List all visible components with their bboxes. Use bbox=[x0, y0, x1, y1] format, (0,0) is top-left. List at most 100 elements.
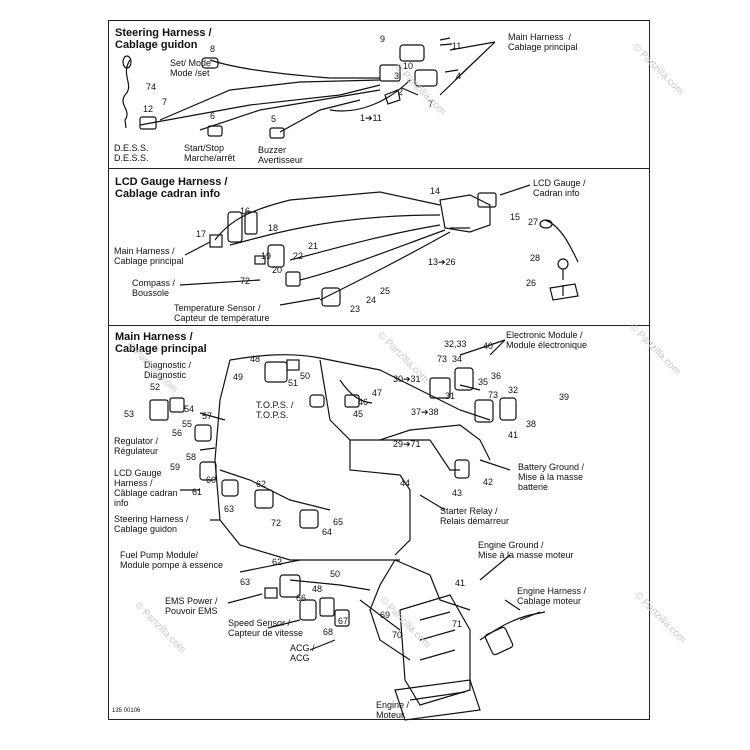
main-title: Main Harness / Cablage principal bbox=[115, 331, 207, 355]
label-diagnostic: Diagnostic / Diagnostic bbox=[144, 360, 192, 380]
part-number: 22 bbox=[293, 251, 304, 261]
footer-code: 135 00106 bbox=[112, 708, 141, 714]
label-main-harness-steering: Main Harness / Cablage principal bbox=[508, 32, 578, 52]
label-compass: Compass / Boussole bbox=[132, 278, 176, 298]
part-number: 63 bbox=[240, 577, 251, 587]
part-number: 14 bbox=[430, 186, 441, 196]
label-engine-ground: Engine Ground / Mise à la masse moteur bbox=[478, 540, 574, 560]
part-number: 63 bbox=[224, 504, 235, 514]
part-number: 66 bbox=[296, 593, 307, 603]
lcd-title-line2: Cablage cadran info bbox=[115, 188, 221, 200]
label-engine-harness: Engine Harness / Cablage moteur bbox=[517, 586, 587, 606]
part-number: 6 bbox=[210, 111, 216, 121]
part-number: 27 bbox=[528, 217, 539, 227]
label-acg: ACG / ACG bbox=[290, 643, 315, 663]
part-number: 51 bbox=[288, 378, 299, 388]
label-regulator: Regulator / Régulateur bbox=[114, 436, 159, 456]
label-fuel-pump: Fuel Pump Module/ Module pompe à essence bbox=[120, 550, 224, 570]
part-number: 32 bbox=[508, 385, 519, 395]
part-number: 50 bbox=[300, 371, 311, 381]
part-number: 50 bbox=[330, 569, 341, 579]
part-number: 43 bbox=[452, 488, 463, 498]
part-number: 31 bbox=[445, 391, 456, 401]
part-number: 62 bbox=[256, 479, 267, 489]
part-number: 65 bbox=[333, 517, 344, 527]
part-number: 53 bbox=[124, 409, 135, 419]
part-number: 9 bbox=[380, 34, 386, 44]
part-number: 24 bbox=[366, 295, 377, 305]
part-number: 68 bbox=[323, 627, 334, 637]
part-number: 55 bbox=[182, 419, 193, 429]
part-number: 20 bbox=[272, 265, 283, 275]
label-lcd-gauge-harness: LCD Gauge Harness / Câblage cadran info bbox=[114, 468, 178, 508]
part-number: 7 bbox=[428, 99, 434, 109]
part-number: 60 bbox=[206, 475, 217, 485]
part-number: 18 bbox=[268, 223, 279, 233]
label-lcd-gauge: LCD Gauge / Cadran info bbox=[533, 178, 586, 198]
part-number: 54 bbox=[184, 404, 195, 414]
part-number: 71 bbox=[452, 619, 463, 629]
part-number: 21 bbox=[308, 241, 319, 251]
part-number: 49 bbox=[233, 372, 244, 382]
part-number: 44 bbox=[400, 478, 411, 488]
section-divider-2 bbox=[108, 325, 650, 326]
label-buzzer: Buzzer Avertisseur bbox=[258, 145, 303, 165]
part-number: 72 bbox=[271, 518, 282, 528]
label-electronic-module: Electronic Module / Module électronique bbox=[506, 330, 588, 350]
main-title-line2: Cablage principal bbox=[115, 343, 207, 355]
part-number: 34 bbox=[452, 354, 463, 364]
label-set-mode: Set/ Mode Mode /set bbox=[170, 58, 212, 78]
part-number: 4 bbox=[456, 71, 462, 81]
label-engine: Engine / Moteur bbox=[376, 700, 410, 720]
label-tops: T.O.P.S. / T.O.P.S. bbox=[256, 400, 294, 420]
part-number: 11 bbox=[452, 41, 462, 51]
part-number: 56 bbox=[172, 428, 183, 438]
part-number: 47 bbox=[372, 388, 383, 398]
main-title-line1: Main Harness / bbox=[115, 331, 193, 343]
part-number: 17 bbox=[196, 229, 207, 239]
part-number: 32,33 bbox=[444, 339, 467, 349]
part-number: 28 bbox=[530, 253, 541, 263]
part-number: 8 bbox=[210, 44, 216, 54]
part-number: 58 bbox=[186, 452, 197, 462]
part-number: 62 bbox=[272, 557, 283, 567]
part-number: 12 bbox=[143, 104, 154, 114]
part-number: 25 bbox=[380, 286, 391, 296]
diagram-frame bbox=[108, 20, 650, 720]
part-number: 42 bbox=[483, 477, 494, 487]
part-number: 57 bbox=[202, 411, 213, 421]
part-number: 70 bbox=[392, 630, 403, 640]
part-number: 35 bbox=[478, 377, 489, 387]
part-number: 48 bbox=[250, 354, 261, 364]
label-battery-ground: Battery Ground / Mise à la masse batteri… bbox=[518, 462, 585, 492]
part-number: 23 bbox=[350, 304, 361, 314]
part-number: 30➔31 bbox=[393, 374, 421, 384]
part-number: 38 bbox=[526, 419, 537, 429]
label-steering-harness: Steering Harness / Cablage guidon bbox=[114, 514, 189, 534]
lcd-title: LCD Gauge Harness / Cablage cadran info bbox=[115, 176, 227, 200]
part-number: 41 bbox=[455, 578, 466, 588]
part-number: 73 bbox=[437, 354, 448, 364]
part-number: 13➔26 bbox=[428, 257, 456, 267]
part-number: 48 bbox=[312, 584, 323, 594]
label-temperature-sensor: Temperature Sensor / Capteur de températ… bbox=[174, 303, 270, 323]
part-number: 46 bbox=[358, 397, 369, 407]
part-number: 7 bbox=[162, 97, 168, 107]
part-number: 72 bbox=[240, 276, 251, 286]
label-start-stop: Start/Stop Marche/arrêt bbox=[184, 143, 236, 163]
part-number: 5 bbox=[271, 114, 277, 124]
part-number: 10 bbox=[403, 61, 414, 71]
part-number: 45 bbox=[353, 409, 364, 419]
part-number: 64 bbox=[322, 527, 333, 537]
part-number: 69 bbox=[380, 610, 391, 620]
part-number: 37➔38 bbox=[411, 407, 439, 417]
part-number: 39 bbox=[559, 392, 570, 402]
steering-title: Steering Harness / Cablage guidon bbox=[115, 27, 212, 51]
label-starter-relay: Starter Relay / Relais démarreur bbox=[440, 506, 510, 526]
label-main-harness-lcd: Main Harness / Cablage principal bbox=[114, 246, 184, 266]
section-divider-1 bbox=[108, 168, 650, 169]
part-number: 67 bbox=[338, 616, 349, 626]
label-speed-sensor: Speed Sensor / Capteur de vitesse bbox=[228, 618, 304, 638]
dess-coiled-cord bbox=[122, 59, 131, 129]
part-number: 26 bbox=[526, 278, 537, 288]
